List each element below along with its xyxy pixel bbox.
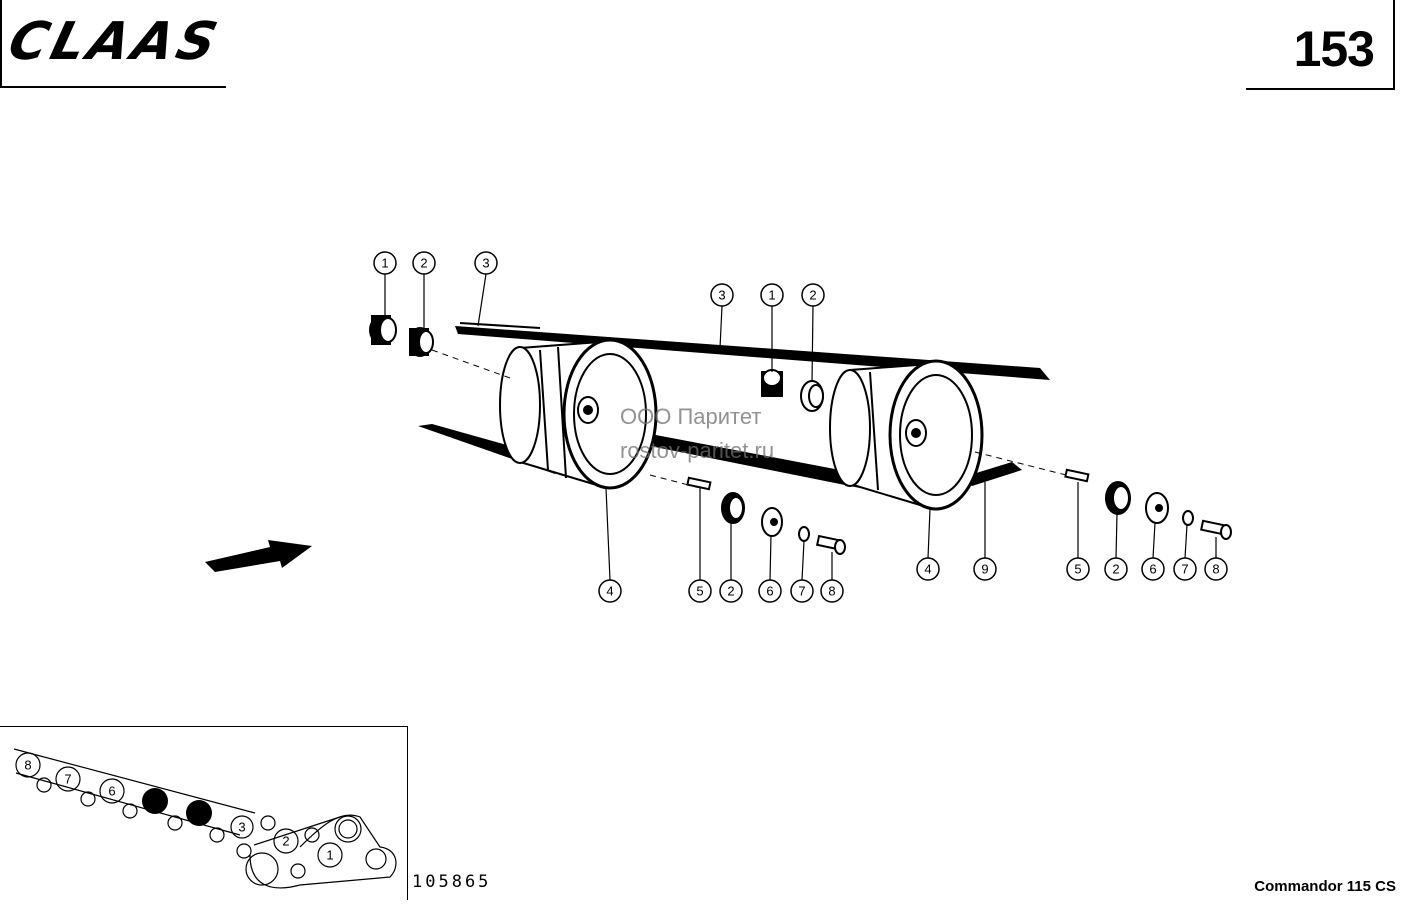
direction-arrow-icon (205, 540, 312, 572)
center-bushing-parts (761, 369, 824, 412)
left-drum (499, 338, 658, 490)
left-bushing-parts (369, 315, 434, 357)
header-left-border (0, 0, 2, 88)
right-fastener-parts (1064, 468, 1232, 540)
callout-left-6: 2 (727, 584, 734, 599)
roller-schematic: 8 7 6 3 2 1 (13, 748, 397, 889)
inset-label-6: 6 (108, 784, 115, 799)
callout-right-5: 6 (1149, 562, 1156, 577)
callout-center-3: 2 (809, 288, 816, 303)
callout-left-9: 8 (828, 584, 835, 599)
inset-label-1: 1 (326, 848, 333, 863)
left-fastener-parts (686, 476, 846, 555)
inset-label-2: 2 (282, 834, 289, 849)
callout-left-2: 2 (420, 256, 427, 271)
watermark-line-1: ООО Паритет (620, 404, 762, 429)
header-right-rule (1246, 88, 1394, 90)
page-number: 153 (1293, 21, 1375, 77)
watermark: ООО Паритет rostov-paritet.ru (620, 400, 774, 468)
callout-left-8: 7 (798, 584, 805, 599)
header-right-border (1393, 0, 1395, 90)
callout-left-4: 4 (606, 584, 613, 599)
callout-right-3: 5 (1074, 562, 1081, 577)
right-drum (829, 359, 984, 511)
callout-right-6: 7 (1181, 562, 1188, 577)
roller-schematic-inset: 8 7 6 3 2 1 (0, 726, 408, 900)
drawing-reference-number: 105865 (412, 872, 492, 892)
callout-center-1: 3 (718, 288, 725, 303)
callout-left-1: 1 (381, 256, 388, 271)
header-left-rule (0, 86, 226, 88)
callout-left-5: 5 (696, 584, 703, 599)
model-label: Commandor 115 CS (1254, 878, 1396, 895)
callout-right-1: 4 (924, 562, 931, 577)
watermark-line-2: rostov-paritet.ru (620, 438, 775, 463)
callout-right-4: 2 (1112, 562, 1119, 577)
lower-slat-right (960, 462, 1022, 486)
callout-right-2: 9 (981, 562, 988, 577)
inset-label-3: 3 (238, 820, 245, 835)
inset-label-7: 7 (64, 772, 71, 787)
callout-center-2: 1 (768, 288, 775, 303)
callout-left-7: 6 (766, 584, 773, 599)
inset-label-8: 8 (24, 758, 31, 773)
callout-left-3: 3 (482, 256, 489, 271)
callout-right-7: 8 (1212, 562, 1219, 577)
